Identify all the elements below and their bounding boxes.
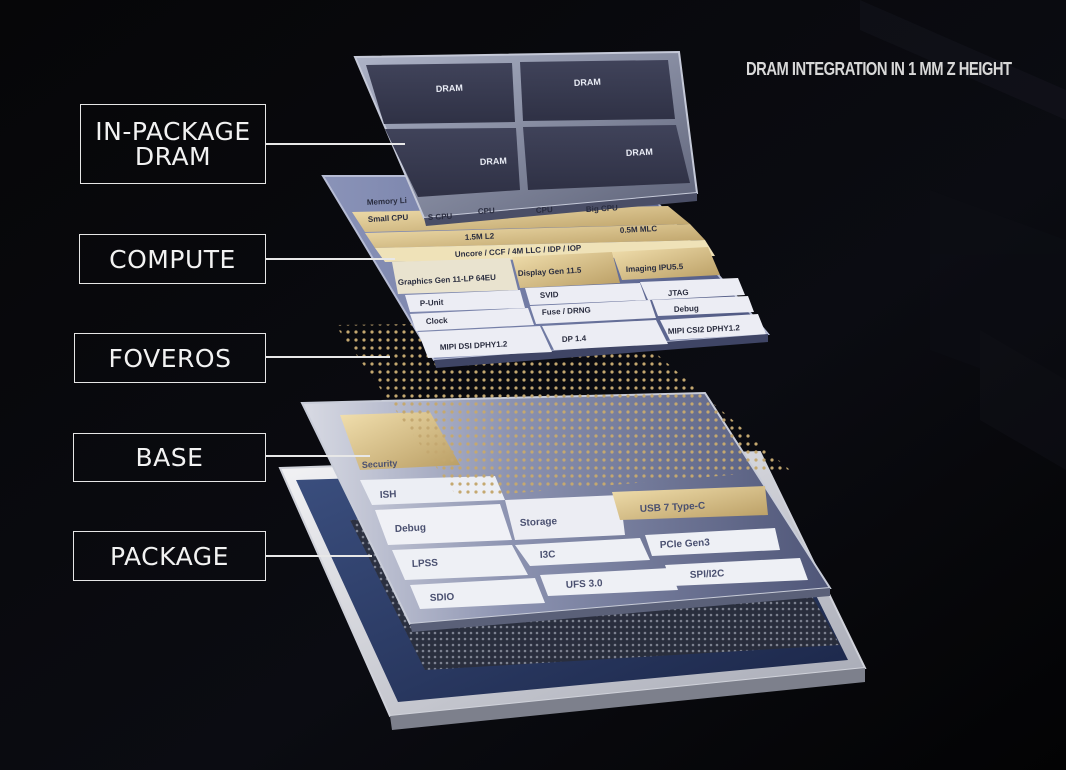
connector-lines xyxy=(266,143,405,557)
compute-block-label: S CPU xyxy=(428,212,453,222)
dram-block-label: DRAM xyxy=(626,147,653,158)
base-block-label: PCIe Gen3 xyxy=(660,537,711,551)
background-decor xyxy=(860,0,1066,470)
compute-block-label: SVID xyxy=(540,290,559,300)
compute-block-label: 0.5M MLC xyxy=(620,224,658,235)
base-block-label: UFS 3.0 xyxy=(566,578,604,591)
dram-block-label: DRAM xyxy=(480,156,507,167)
dram-tile xyxy=(523,125,690,190)
base-block-label: Storage xyxy=(520,516,558,529)
compute-block-label: CPU xyxy=(478,206,496,216)
compute-block-label: P-Unit xyxy=(420,298,444,308)
label-package: PACKAGE xyxy=(73,531,266,581)
base-block-label: Security xyxy=(362,458,398,470)
dram-tile xyxy=(520,60,675,121)
compute-block-label: 1.5M L2 xyxy=(465,231,495,242)
compute-block-label: Debug xyxy=(674,304,699,314)
dram-tile xyxy=(366,63,515,124)
base-block-label: USB 7 Type-C xyxy=(640,501,706,515)
label-in-package-dram: IN-PACKAGE DRAM xyxy=(80,104,266,184)
compute-block-label: JTAG xyxy=(668,288,689,298)
dram-block-label: DRAM xyxy=(436,83,463,94)
compute-block-label: Display Gen 11.5 xyxy=(518,266,583,278)
dram-layer xyxy=(353,50,699,226)
compute-block-label: Imaging IPU5.5 xyxy=(626,262,684,274)
label-compute: COMPUTE xyxy=(79,234,266,284)
compute-block-label: MIPI CSI2 DPHY1.2 xyxy=(668,323,741,336)
label-foveros: FOVEROS xyxy=(74,333,266,383)
compute-block-label: CPU xyxy=(536,205,554,215)
label-base: BASE xyxy=(73,433,266,482)
base-block-label: Debug xyxy=(395,522,427,535)
base-block-label: ISH xyxy=(380,489,397,501)
compute-block-label: DP 1.4 xyxy=(562,334,587,344)
dram-tile xyxy=(385,128,520,197)
compute-block-label: Fuse / DRNG xyxy=(542,305,591,317)
compute-block-label: Big CPU xyxy=(586,203,619,214)
compute-block-label: Small CPU xyxy=(368,213,409,224)
compute-block-label: Clock xyxy=(426,316,449,326)
headline: DRAM INTEGRATION IN 1 MM Z HEIGHT xyxy=(746,59,1012,79)
base-block-label: SDIO xyxy=(430,592,455,604)
compute-block-label: MIPI DSI DPHY1.2 xyxy=(440,339,509,352)
base-block-label: LPSS xyxy=(412,558,439,570)
base-block-label: SPI/I2C xyxy=(690,568,725,581)
base-block-label: I3C xyxy=(540,549,556,561)
compute-block-label: Memory Li xyxy=(367,196,407,207)
dram-tile-labels: DRAM DRAM DRAM DRAM xyxy=(436,77,653,167)
dram-block-label: DRAM xyxy=(574,77,601,88)
